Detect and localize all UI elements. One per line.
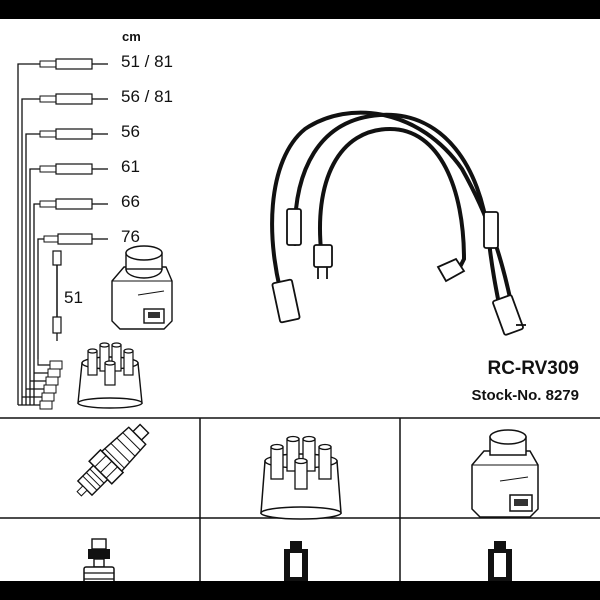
cable-length-label: 56 / 81 <box>121 87 173 106</box>
cable-row-5: 66 <box>33 192 140 405</box>
cable-row-2: 56 / 81 <box>21 87 173 405</box>
unit-label: cm <box>122 29 141 44</box>
distributor-cap-icon <box>77 342 143 409</box>
cable-row-1: 51 / 81 <box>17 52 173 405</box>
distributor-cap-icon <box>260 435 342 520</box>
cap-terminal-icon <box>284 541 308 581</box>
spark-plug-icon <box>76 423 150 497</box>
bundle-terminals <box>18 359 63 410</box>
cable-length-label: 56 <box>121 122 140 141</box>
stock-number: Stock-No. 8279 <box>471 387 579 404</box>
vertical-cable-label: 51 <box>64 288 83 307</box>
wire-set <box>270 110 514 319</box>
wire-boots <box>271 208 526 336</box>
ignition-coil-icon <box>111 245 173 330</box>
cable-length-label: 51 / 81 <box>121 52 173 71</box>
ignition-coil-icon <box>471 429 539 518</box>
cable-length-label: 61 <box>121 157 140 176</box>
cable-length-label: 66 <box>121 192 140 211</box>
product-code: RC-RV309 <box>487 358 579 379</box>
cable-row-4: 61 <box>29 157 140 405</box>
plug-boot-icon <box>83 538 115 581</box>
coil-terminal-icon <box>488 541 512 581</box>
cable-row-3: 56 <box>25 122 140 405</box>
catalog-sheet: cm 51 / 81 56 / 81 56 61 66 <box>0 19 600 581</box>
cable-length-label: 76 <box>121 227 140 246</box>
cable-row-6: 76 <box>37 227 140 359</box>
vertical-cable: 51 <box>52 250 83 341</box>
diagram-canvas: cm 51 / 81 56 / 81 56 61 66 <box>0 29 600 581</box>
